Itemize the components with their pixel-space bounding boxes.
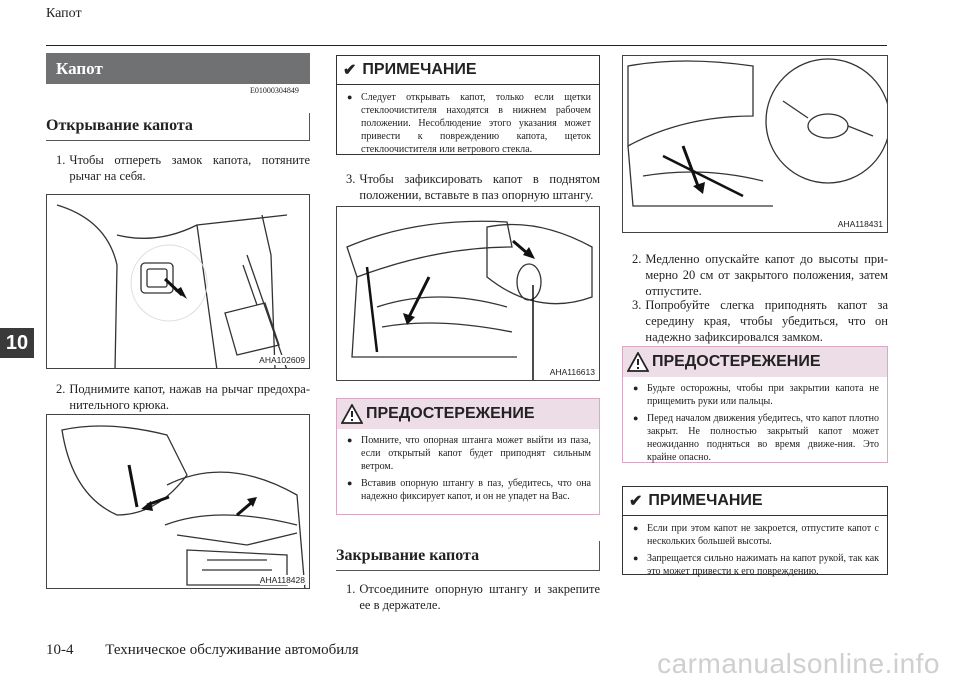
page-number: 10-4 xyxy=(46,642,74,658)
footer-title: Техническое обслуживание автомобиля xyxy=(105,642,359,658)
hood-lever-illustration xyxy=(56,204,288,368)
safety-catch-illustration xyxy=(61,425,306,588)
figure-rod-holder: AHA118431 xyxy=(622,55,888,233)
note-title: ПРИМЕЧАНИЕ xyxy=(362,61,477,78)
step-number: 1. xyxy=(56,153,66,167)
step-text: Поднимите капот, нажав на рычаг предохра… xyxy=(69,382,310,412)
document-code: E01000304849 xyxy=(250,86,299,95)
note-header: ✔ ПРИМЕЧАНИЕ xyxy=(337,56,599,85)
figure-hood-release-lever: AHA102609 xyxy=(46,194,310,369)
right-step-2: 2. Медленно опускайте капот до высоты пр… xyxy=(632,251,888,299)
warning-item: Помните, что опорная штанга может выйти … xyxy=(347,434,591,473)
page-footer: 10-4 Техническое обслуживание автомобиля xyxy=(46,642,387,659)
right-step-3: 3. Попробуйте слегка приподнять капот за… xyxy=(632,297,888,345)
note-box-closing: ✔ ПРИМЕЧАНИЕ Если при этом капот не закр… xyxy=(622,486,888,577)
note-item: Следует открывать капот, только если щет… xyxy=(347,91,591,156)
note-header: ✔ ПРИМЕЧАНИЕ xyxy=(623,487,887,516)
warning-item: Будьте осторожны, чтобы при закрытии кап… xyxy=(633,382,879,408)
step-text: Попробуйте слегка приподнять капот за се… xyxy=(645,298,888,344)
warning-list: Помните, что опорная штанга может выйти … xyxy=(337,429,599,511)
warning-title: ПРЕДОСТЕРЕЖЕНИЕ xyxy=(652,353,821,370)
close-step-1: 1. Отсоедините опорную штангу и закрепит… xyxy=(346,581,600,613)
warning-list: Будьте осторожны, чтобы при закрытии кап… xyxy=(623,377,887,472)
watermark: carmanualsonline.info xyxy=(657,648,940,679)
note-list: Следует открывать капот, только если щет… xyxy=(337,85,599,164)
chapter-tab[interactable]: 10 xyxy=(0,328,34,358)
note-box-wiper: ✔ ПРИМЕЧАНИЕ Следует открывать капот, то… xyxy=(336,55,600,155)
note-item: Запрещается сильно нажимать на капот рук… xyxy=(633,552,879,578)
subhead-closing: Закрывание капота xyxy=(336,541,600,571)
step-2: 2. Поднимите капот, нажав на рычаг предо… xyxy=(56,381,310,413)
step-text: Медленно опускайте капот до высоты при-м… xyxy=(645,252,888,298)
step-number: 3. xyxy=(632,298,642,312)
step-text: Чтобы отпереть замок капота, потяните ры… xyxy=(69,153,310,183)
check-icon: ✔ xyxy=(629,493,643,510)
figure-label: AHA102609 xyxy=(259,355,305,365)
figure-label: AHA116613 xyxy=(549,367,595,377)
warning-item: Вставив опорную штангу в паз, убедитесь,… xyxy=(347,477,591,503)
check-icon: ✔ xyxy=(343,62,357,79)
figure-label: AHA118428 xyxy=(259,575,305,585)
warning-triangle-icon xyxy=(627,352,649,372)
figure-support-rod: AHA116613 xyxy=(336,206,600,381)
figure-label: AHA118431 xyxy=(837,219,883,229)
header-rule xyxy=(46,45,887,46)
step-1: 1. Чтобы отпереть замок капота, потяните… xyxy=(56,152,310,184)
figure-safety-catch: AHA118428 xyxy=(46,414,310,589)
support-rod-illustration xyxy=(346,220,593,380)
warning-box-closing: ПРЕДОСТЕРЕЖЕНИЕ Будьте осторожны, чтобы … xyxy=(622,346,888,463)
warning-title: ПРЕДОСТЕРЕЖЕНИЕ xyxy=(366,405,535,422)
note-list: Если при этом капот не закроется, отпуст… xyxy=(623,516,887,586)
running-header: Капот xyxy=(46,6,82,21)
step-3: 3. Чтобы зафиксировать капот в поднятом … xyxy=(346,171,600,203)
warning-header: ПРЕДОСТЕРЕЖЕНИЕ xyxy=(337,399,599,429)
step-text: Чтобы зафиксировать капот в поднятом пол… xyxy=(359,172,600,202)
rod-holder-illustration xyxy=(627,58,887,207)
warning-triangle-icon xyxy=(341,404,363,424)
warning-box-support-rod: ПРЕДОСТЕРЕЖЕНИЕ Помните, что опорная шта… xyxy=(336,398,600,515)
subhead-opening: Открывание капота xyxy=(46,113,310,141)
step-number: 1. xyxy=(346,582,356,596)
step-text: Отсоедините опорную штангу и закрепите е… xyxy=(359,582,600,612)
step-number: 3. xyxy=(346,172,356,186)
section-title: Капот xyxy=(46,53,310,84)
warning-header: ПРЕДОСТЕРЕЖЕНИЕ xyxy=(623,347,887,377)
note-item: Если при этом капот не закроется, отпуст… xyxy=(633,522,879,548)
warning-item: Перед началом движения убедитесь, что ка… xyxy=(633,412,879,464)
step-number: 2. xyxy=(632,252,642,266)
note-title: ПРИМЕЧАНИЕ xyxy=(648,492,763,509)
step-number: 2. xyxy=(56,382,66,396)
